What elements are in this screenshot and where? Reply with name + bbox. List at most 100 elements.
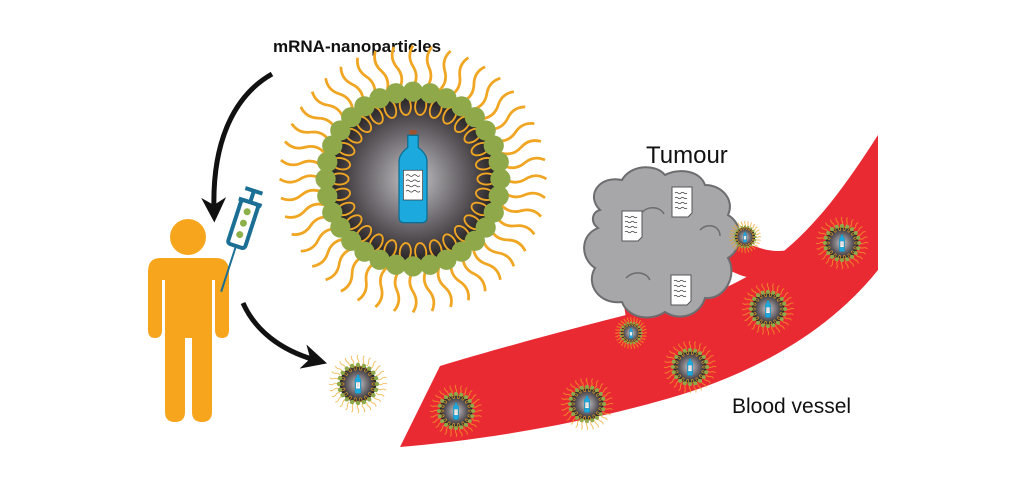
nanoparticles-label: mRNA-nanoparticles <box>273 37 441 56</box>
lipid-tail <box>290 122 331 142</box>
message-bottle-icon <box>765 299 771 318</box>
lipid-tail <box>377 376 387 381</box>
lipid-tail <box>324 77 355 110</box>
lipid-head <box>585 384 589 389</box>
lipid-head <box>315 168 336 190</box>
lipid-tail <box>575 419 580 428</box>
lipid-head <box>488 151 509 173</box>
lipid-head <box>322 135 343 156</box>
lipid-head <box>369 249 390 270</box>
lipid-head <box>829 254 834 259</box>
lipid-tail <box>291 215 330 237</box>
lipid-tail <box>761 326 765 335</box>
lipid-head <box>840 223 844 228</box>
message-bottle-icon <box>629 327 633 339</box>
lipid-tail <box>356 403 360 414</box>
lipid-head <box>598 412 603 417</box>
lipid-tail <box>374 266 389 309</box>
lipid-tail <box>614 332 621 334</box>
lipid-head <box>766 324 770 329</box>
lipid-head <box>701 354 706 359</box>
lipid-tail <box>706 355 714 360</box>
lipid-tail <box>771 283 775 292</box>
lipid-head <box>454 426 458 431</box>
lipid-tail <box>664 360 673 364</box>
lipid-tail <box>784 297 792 302</box>
lipid-head <box>602 402 607 406</box>
lipid-head <box>436 88 457 109</box>
lipid-head <box>638 337 641 341</box>
lipid-head <box>823 235 828 240</box>
lipid-head <box>850 227 855 232</box>
mrna-nanoparticle-small <box>614 316 648 350</box>
lipid-tail <box>755 232 761 236</box>
lipid-head <box>340 370 345 376</box>
lipid-tail <box>454 384 458 394</box>
lipid-head <box>733 232 737 235</box>
lipid-tail <box>340 255 364 293</box>
lipid-tail <box>830 258 835 267</box>
lipid-head <box>436 409 441 413</box>
lipid-head <box>704 359 709 364</box>
lipid-tail <box>783 316 792 321</box>
person-icon <box>148 219 229 422</box>
message-bottle-icon <box>839 233 845 252</box>
lipid-tail <box>751 288 758 296</box>
lipid-head <box>373 375 379 381</box>
lipid-head <box>752 241 755 245</box>
lipid-tail <box>490 105 526 131</box>
lipid-head <box>419 254 441 275</box>
lipid-head <box>598 391 603 396</box>
lipid-head <box>733 235 736 239</box>
lipid-head <box>440 419 445 424</box>
lipid-tail <box>561 407 570 411</box>
lipid-head <box>638 325 641 329</box>
lipid-head <box>402 81 424 102</box>
lipid-tail <box>641 335 647 337</box>
lipid-head <box>688 347 692 352</box>
message-bottle-icon <box>354 373 362 394</box>
lipid-tail <box>463 387 468 396</box>
lipid-head <box>735 241 738 245</box>
lipid-head <box>629 321 633 324</box>
message-bottle-icon <box>398 130 428 224</box>
lipid-tail <box>473 409 483 413</box>
lipid-head <box>629 342 633 345</box>
lipid-tail <box>615 329 621 331</box>
lipid-head <box>322 202 343 223</box>
lipid-tail <box>753 243 758 248</box>
lipid-head <box>402 256 424 277</box>
lipid-tail <box>600 387 608 394</box>
lipid-tail <box>439 390 446 398</box>
lipid-tail <box>818 231 827 236</box>
lipid-tail <box>375 370 385 376</box>
lipid-tail <box>466 424 473 432</box>
lipid-tail <box>615 334 621 338</box>
lipid-tail <box>635 342 639 348</box>
lipid-head <box>361 399 367 405</box>
lipid-tail <box>639 322 644 327</box>
lipid-tail <box>845 217 849 226</box>
lipid-tail <box>604 397 613 401</box>
lipid-tail <box>331 392 341 398</box>
lipid-tail <box>280 158 323 167</box>
lipid-tail <box>747 292 755 298</box>
lipid-head <box>701 375 706 380</box>
lipid-head <box>826 251 831 256</box>
lipid-head <box>369 88 390 109</box>
lipid-tail <box>734 245 739 250</box>
mrna-nanoparticle-large <box>278 44 548 314</box>
lipid-tail <box>325 247 354 282</box>
lipid-head <box>733 239 737 242</box>
lipid-head <box>317 185 338 207</box>
mrna-nanoparticle-small <box>815 216 869 270</box>
lipid-head <box>574 388 579 393</box>
lipid-tail <box>603 392 611 397</box>
lipid-tail <box>361 403 366 413</box>
lipid-tail <box>335 395 343 403</box>
lipid-tail <box>859 246 868 250</box>
lipid-tail <box>734 224 739 229</box>
lipid-tail <box>754 241 760 245</box>
lipid-tail <box>666 374 674 379</box>
lipid-head <box>749 244 753 247</box>
